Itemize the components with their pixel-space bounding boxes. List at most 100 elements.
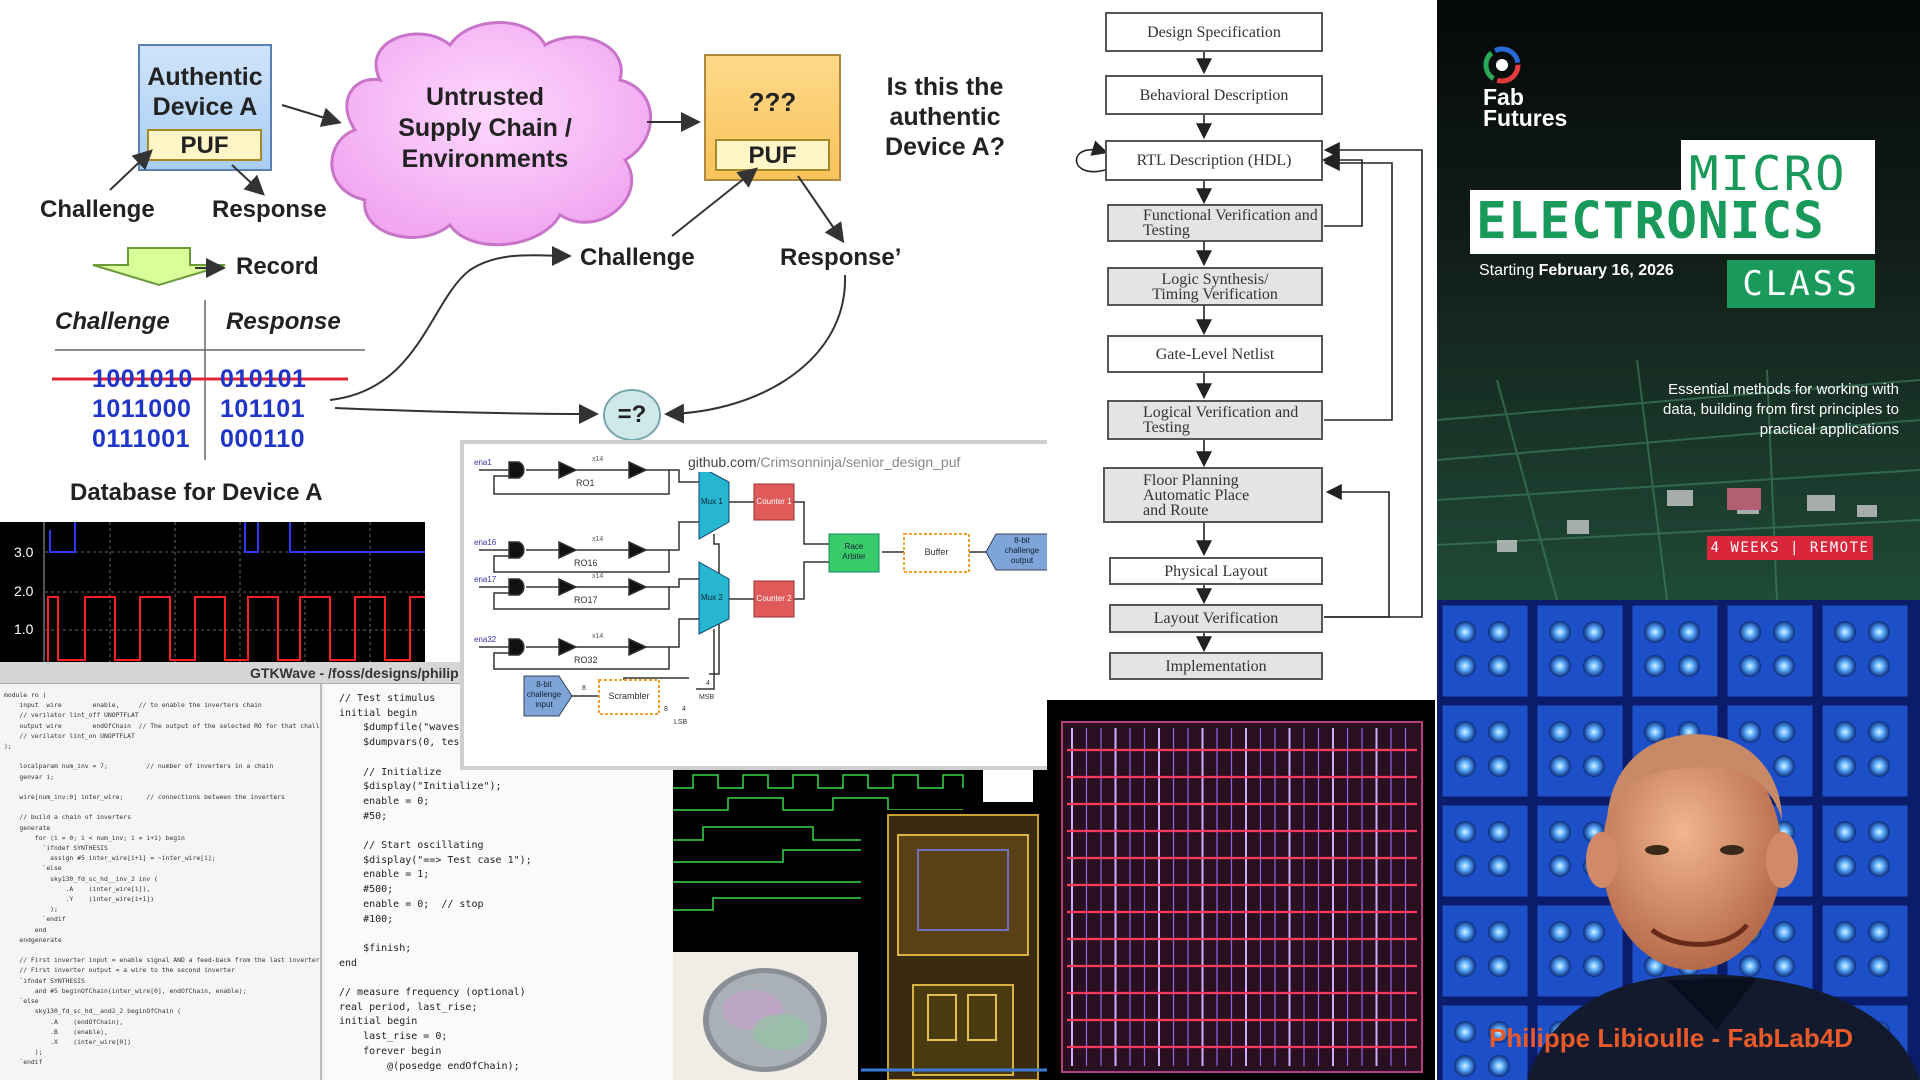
led-light: [1868, 821, 1890, 843]
led-light: [1868, 921, 1890, 943]
mux2-label: Mux 2: [701, 593, 723, 602]
code-line: and #5 beginOfChain(inter_wire[0], endOf…: [4, 986, 247, 995]
unknown-puf-label: PUF: [748, 142, 797, 169]
led-light: [1773, 721, 1795, 743]
step-logical-verification: Logical Verification and Testing: [1107, 400, 1323, 440]
code-line: .X (inter_wire[0]): [4, 1037, 131, 1046]
record-arrow: [92, 247, 226, 287]
led-tile: [1439, 802, 1531, 900]
led-light: [1773, 755, 1795, 777]
code-line: enable = 1;: [339, 869, 430, 881]
flowchart-arrows: [1075, 52, 1423, 653]
led-tile: [1724, 602, 1816, 700]
arrow-response2-out: [797, 175, 845, 244]
ro32-label: RO32: [574, 655, 598, 665]
row1-response: 010101: [220, 365, 307, 393]
code-line: endgenerate: [4, 935, 62, 944]
led-light: [1739, 655, 1761, 677]
code-line: input wire enable, // to enable the inve…: [4, 701, 262, 710]
question-line1: Is this the: [886, 73, 1004, 101]
led-light: [1644, 621, 1666, 643]
led-light: [1549, 655, 1571, 677]
led-light: [1549, 855, 1571, 877]
arrow-to-compare: [334, 403, 599, 424]
ro-puf-schematic: github.com/Crimsonninja/senior_design_pu…: [460, 440, 1052, 770]
led-tile: [1439, 702, 1531, 800]
led-light: [1488, 1055, 1510, 1077]
fab-futures-logo-icon: [1483, 46, 1521, 84]
led-tile: [1534, 702, 1626, 800]
curve-from-response: [664, 274, 847, 424]
layout-graphics: [1061, 721, 1423, 1073]
code-line: [339, 927, 666, 942]
code-line: // verilator lint_on UNOPTFLAT: [4, 731, 135, 740]
led-light: [1644, 655, 1666, 677]
led-light: [1549, 955, 1571, 977]
led-light: [1454, 1055, 1476, 1077]
led-light: [1739, 721, 1761, 743]
led-light: [1488, 855, 1510, 877]
led-light: [1739, 621, 1761, 643]
step-layout-verification: Layout Verification: [1109, 604, 1323, 633]
code-line: [4, 802, 316, 812]
device-a-line2: Device A: [152, 93, 258, 121]
code-line: $finish;: [339, 942, 412, 954]
class-badge: CLASS: [1727, 260, 1875, 308]
title-electronics-box: ELECTRONICS: [1470, 190, 1875, 254]
gtkwave-title: GTKWave - /foss/designs/philip: [250, 665, 459, 681]
url-path: /Crimsonninja/senior_design_puf: [756, 454, 961, 470]
led-light: [1488, 821, 1510, 843]
code-line: output wire endOfChain // The output of …: [4, 721, 322, 730]
blue-signal: [49, 522, 425, 553]
led-light: [1488, 655, 1510, 677]
code-line: `else: [4, 997, 39, 1006]
row1-challenge: 1001010: [92, 365, 193, 393]
led-light: [1739, 955, 1761, 977]
code-line: // Initialize: [339, 766, 442, 778]
code-line: #100;: [339, 913, 394, 925]
tick-3: 3.0: [14, 544, 34, 560]
step-logic-synthesis: Logic Synthesis/ Timing Verification: [1107, 267, 1323, 306]
code-line: );: [4, 905, 58, 914]
lsb-label: LSB: [674, 719, 688, 726]
led-light: [1834, 955, 1856, 977]
led-light: [1488, 621, 1510, 643]
code-line: $dumpfile("waves.vc: [339, 722, 478, 734]
led-light: [1678, 655, 1700, 677]
ena16-label: ena16: [474, 538, 497, 547]
led-light: [1773, 621, 1795, 643]
led-light: [1868, 755, 1890, 777]
course-description: Essential methods for working with data,…: [1663, 381, 1899, 438]
schematic-graphics: [479, 460, 1048, 717]
led-light: [1868, 955, 1890, 977]
waveform-viewer: 3.0 2.0 1.0: [0, 522, 425, 662]
led-light: [1583, 721, 1605, 743]
led-light: [1488, 721, 1510, 743]
repo-url[interactable]: github.com/Crimsonninja/senior_design_pu…: [684, 452, 965, 472]
cloud-line2: Supply Chain /: [398, 114, 572, 142]
code-line: genvar i;: [4, 772, 55, 781]
led-light: [1868, 655, 1890, 677]
led-light: [1583, 955, 1605, 977]
led-light: [1834, 655, 1856, 677]
brand-line1: Fab: [1483, 84, 1524, 110]
led-light: [1834, 855, 1856, 877]
led-light: [1644, 721, 1666, 743]
green-traces: [673, 770, 1053, 1080]
step-design-spec: Design Specification: [1105, 12, 1323, 52]
scrambler-label: Scrambler: [608, 691, 650, 701]
led-light: [1488, 755, 1510, 777]
led-tile: [1534, 602, 1626, 700]
class-label: CLASS: [1742, 264, 1860, 304]
database-caption: Database for Device A: [70, 479, 323, 506]
led-light: [1583, 921, 1605, 943]
led-light: [1488, 1021, 1510, 1043]
ro17-label: RO17: [574, 595, 598, 605]
code-line: #500;: [339, 884, 394, 896]
code-line: // Test stimulus: [339, 693, 436, 704]
start-date: Starting February 16, 2026: [1479, 262, 1674, 280]
step-behavioral: Behavioral Description: [1105, 75, 1323, 115]
row3-challenge: 0111001: [92, 425, 191, 453]
led-light: [1583, 755, 1605, 777]
device-a-line1: Authentic: [147, 63, 263, 91]
